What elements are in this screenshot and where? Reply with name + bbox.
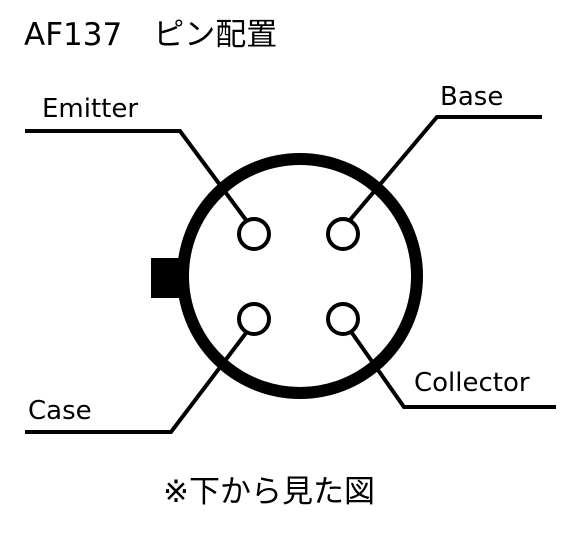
- case-pin: [237, 302, 271, 336]
- collector-lead-line: [350, 331, 556, 409]
- base-pin: [326, 217, 360, 251]
- caption: ※下から見た図: [163, 474, 375, 510]
- emitter-pin: [237, 217, 271, 251]
- case-label: Case: [28, 396, 92, 426]
- case-lead-line: [25, 331, 248, 434]
- transistor-body-outline: [177, 153, 423, 399]
- page-title: AF137 ピン配置: [24, 17, 277, 53]
- collector-label: Collector: [414, 368, 530, 398]
- emitter-lead-line: [25, 129, 248, 222]
- emitter-label: Emitter: [42, 94, 138, 124]
- base-lead-line: [348, 115, 542, 222]
- base-label: Base: [440, 82, 503, 112]
- collector-pin: [326, 302, 360, 336]
